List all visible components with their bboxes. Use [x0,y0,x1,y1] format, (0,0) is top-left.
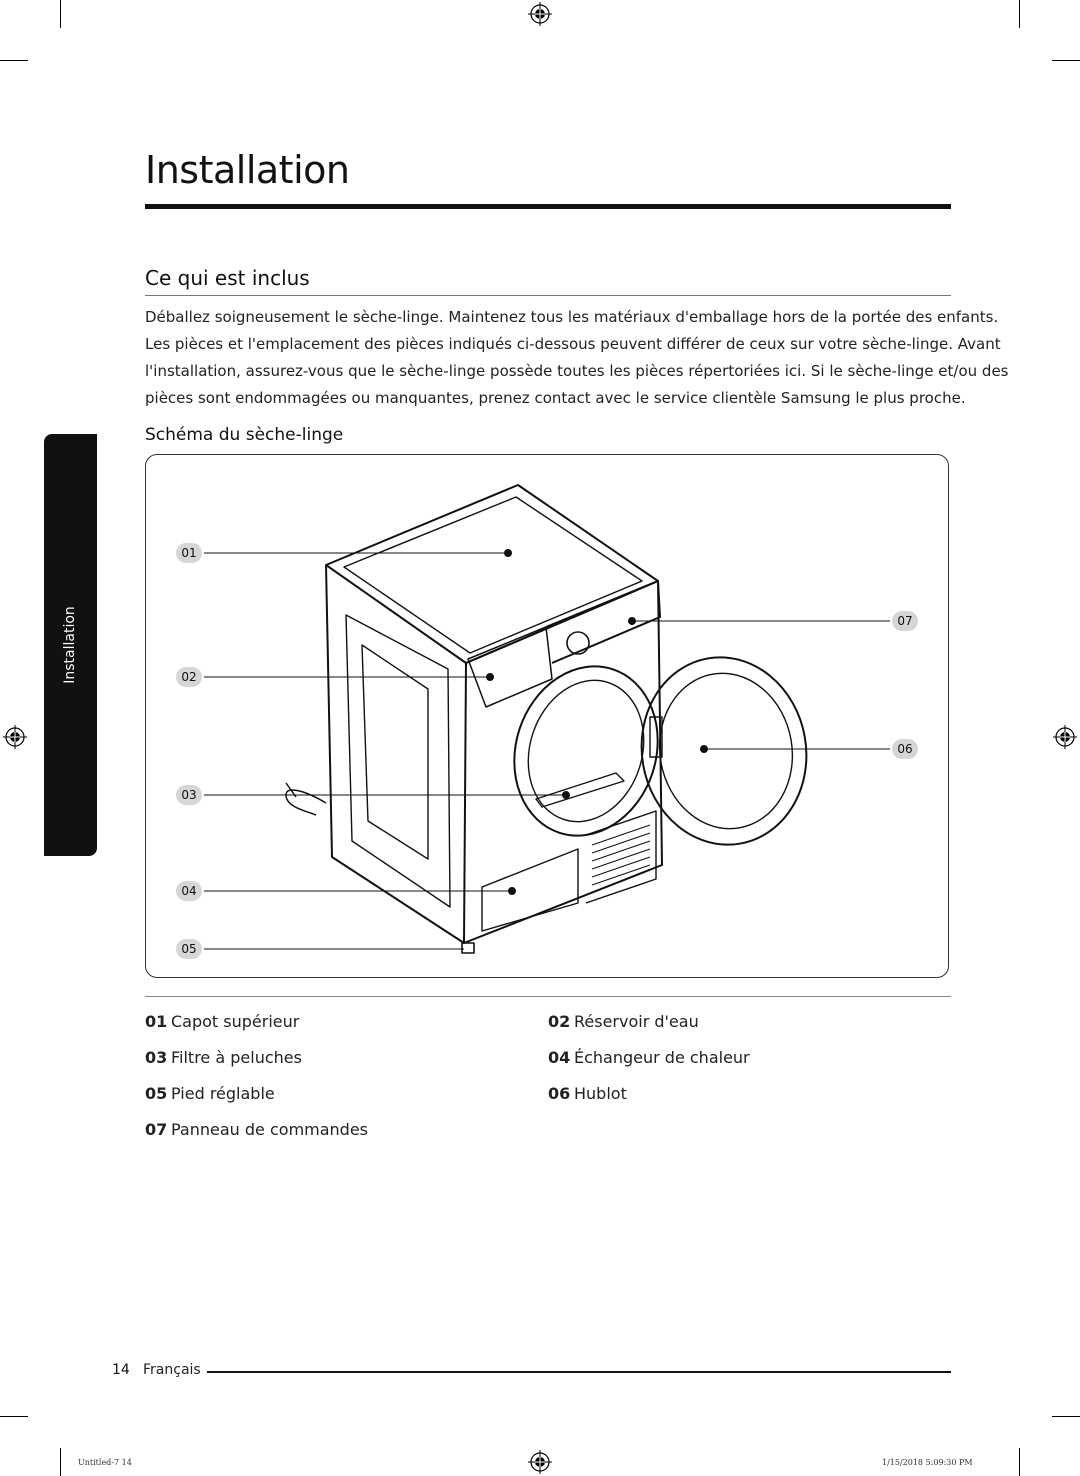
subsection-title: Schéma du sèche-linge [145,425,344,445]
dryer-diagram: 01 02 03 04 05 07 06 [145,454,949,978]
callout-01: 01 [176,543,202,563]
title-rule [145,204,951,209]
registration-mark-icon [528,2,552,26]
callout-03: 03 [176,785,202,805]
footer-language: Français [143,1362,201,1378]
crop-mark [1019,0,1020,28]
legend-label: Réservoir d'eau [574,1012,699,1031]
side-tab [44,434,97,856]
legend-number: 06 [548,1084,571,1103]
registration-mark-icon [528,1450,552,1474]
callout-04: 04 [176,881,202,901]
callout-06: 06 [892,739,918,759]
legend-label: Pied réglable [171,1084,275,1103]
side-tab-label: Installation [62,606,78,684]
imprint-right: 1/15/2018 5:09:30 PM [882,1458,973,1467]
legend-label: Hublot [574,1084,627,1103]
registration-mark-icon [3,725,27,749]
crop-mark [0,60,28,61]
legend-label: Échangeur de chaleur [574,1048,750,1067]
registration-mark-icon [1053,725,1077,749]
callout-05: 05 [176,939,202,959]
legend-label: Panneau de commandes [171,1120,369,1139]
section-rule [145,295,951,296]
legend-number: 04 [548,1048,571,1067]
intro-line: pièces sont endommagées ou manquantes, p… [145,389,966,407]
intro-paragraph: Déballez soigneusement le sèche-linge. M… [145,304,1009,412]
crop-mark [60,0,61,28]
page-number: 14 [112,1362,130,1378]
legend-number: 01 [145,1012,168,1031]
intro-line: Les pièces et l'emplacement des pièces i… [145,335,1001,353]
crop-mark [1052,60,1080,61]
imprint-left: Untitled-7 14 [78,1458,132,1467]
legend-number: 03 [145,1048,168,1067]
intro-line: l'installation, assurez-vous que le sèch… [145,362,1009,380]
crop-mark [1052,1416,1080,1417]
page-title: Installation [145,148,350,192]
callout-02: 02 [176,667,202,687]
legend-number: 05 [145,1084,168,1103]
legend-rule [145,996,951,997]
intro-line: Déballez soigneusement le sèche-linge. M… [145,308,999,326]
legend-number: 07 [145,1120,168,1139]
legend-number: 02 [548,1012,571,1031]
crop-mark [60,1448,61,1476]
crop-mark [0,1416,28,1417]
legend-label: Filtre à peluches [171,1048,302,1067]
crop-mark [1019,1448,1020,1476]
callout-07: 07 [892,611,918,631]
footer-rule [207,1371,951,1373]
dryer-illustration [204,484,890,954]
section-title: Ce qui est inclus [145,266,310,290]
legend-label: Capot supérieur [171,1012,300,1031]
